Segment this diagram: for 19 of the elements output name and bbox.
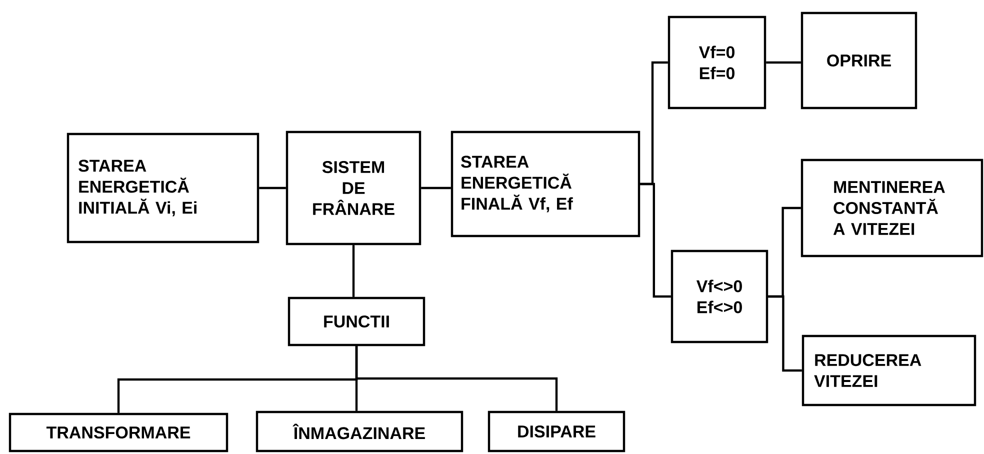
text-box: STAREA ENERGETICĂ INITIALĂ Vi, Ei bbox=[66, 132, 260, 244]
text-box: DISIPARE bbox=[488, 410, 626, 452]
text-box: Vf=0 Ef=0 bbox=[668, 16, 766, 110]
text-box: TRANSFORMARE bbox=[8, 412, 228, 452]
text-box: FUNCTII bbox=[288, 296, 426, 346]
text-box: STAREA ENERGETICĂ FINALĂ Vf, Ef bbox=[450, 130, 640, 238]
text-box: Vf<>0 Ef<>0 bbox=[670, 250, 768, 344]
text-box: SISTEM DE FRÂNARE bbox=[286, 130, 422, 246]
text-box: MENTINEREA CONSTANTĂ A VITEZEI bbox=[800, 158, 984, 258]
text-box: ÎNMAGAZINARE bbox=[256, 410, 464, 452]
connector-line bbox=[259, 186, 286, 190]
text-box: OPRIRE bbox=[800, 12, 918, 110]
connector-line bbox=[766, 61, 801, 64]
connector-line bbox=[640, 182, 671, 298]
connector-line bbox=[352, 245, 355, 297]
connector-line bbox=[421, 186, 451, 190]
connector-line bbox=[355, 346, 558, 411]
connector-line bbox=[768, 295, 802, 372]
text-box: REDUCEREA VITEZEI bbox=[802, 334, 976, 406]
